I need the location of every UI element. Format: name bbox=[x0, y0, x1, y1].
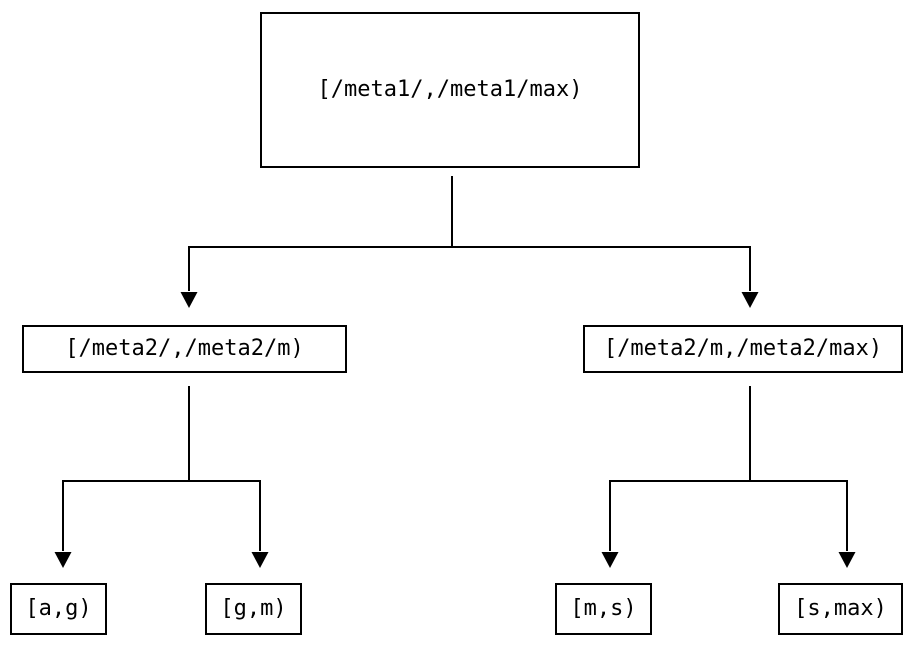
node-leaf-ms-label: [m,s) bbox=[570, 596, 637, 621]
node-mid-right-label: [/meta2/m,/meta2/max) bbox=[603, 336, 883, 361]
node-mid-left: [/meta2/,/meta2/m) bbox=[22, 325, 347, 373]
arrow-to-mid-left bbox=[180, 292, 198, 308]
arrow-to-mid-right bbox=[741, 292, 759, 308]
node-leaf-smax-label: [s,max) bbox=[794, 596, 887, 621]
node-root-label: [/meta1/,/meta1/max) bbox=[317, 77, 583, 102]
node-leaf-gm-label: [g,m) bbox=[220, 596, 287, 621]
edge-right-bar bbox=[609, 480, 848, 551]
edge-level1-bar bbox=[188, 246, 751, 291]
arrow-to-leaf-ms bbox=[601, 552, 619, 568]
arrow-to-leaf-gm bbox=[251, 552, 269, 568]
node-leaf-smax: [s,max) bbox=[778, 583, 903, 635]
node-leaf-gm: [g,m) bbox=[205, 583, 302, 635]
arrow-to-leaf-ag bbox=[54, 552, 72, 568]
node-mid-left-label: [/meta2/,/meta2/m) bbox=[65, 336, 304, 361]
node-leaf-ms: [m,s) bbox=[555, 583, 652, 635]
arrow-to-leaf-smax bbox=[838, 552, 856, 568]
edge-left-bar bbox=[62, 480, 261, 551]
node-root: [/meta1/,/meta1/max) bbox=[260, 12, 640, 168]
node-leaf-ag: [a,g) bbox=[10, 583, 107, 635]
node-leaf-ag-label: [a,g) bbox=[25, 596, 92, 621]
node-mid-right: [/meta2/m,/meta2/max) bbox=[583, 325, 903, 373]
